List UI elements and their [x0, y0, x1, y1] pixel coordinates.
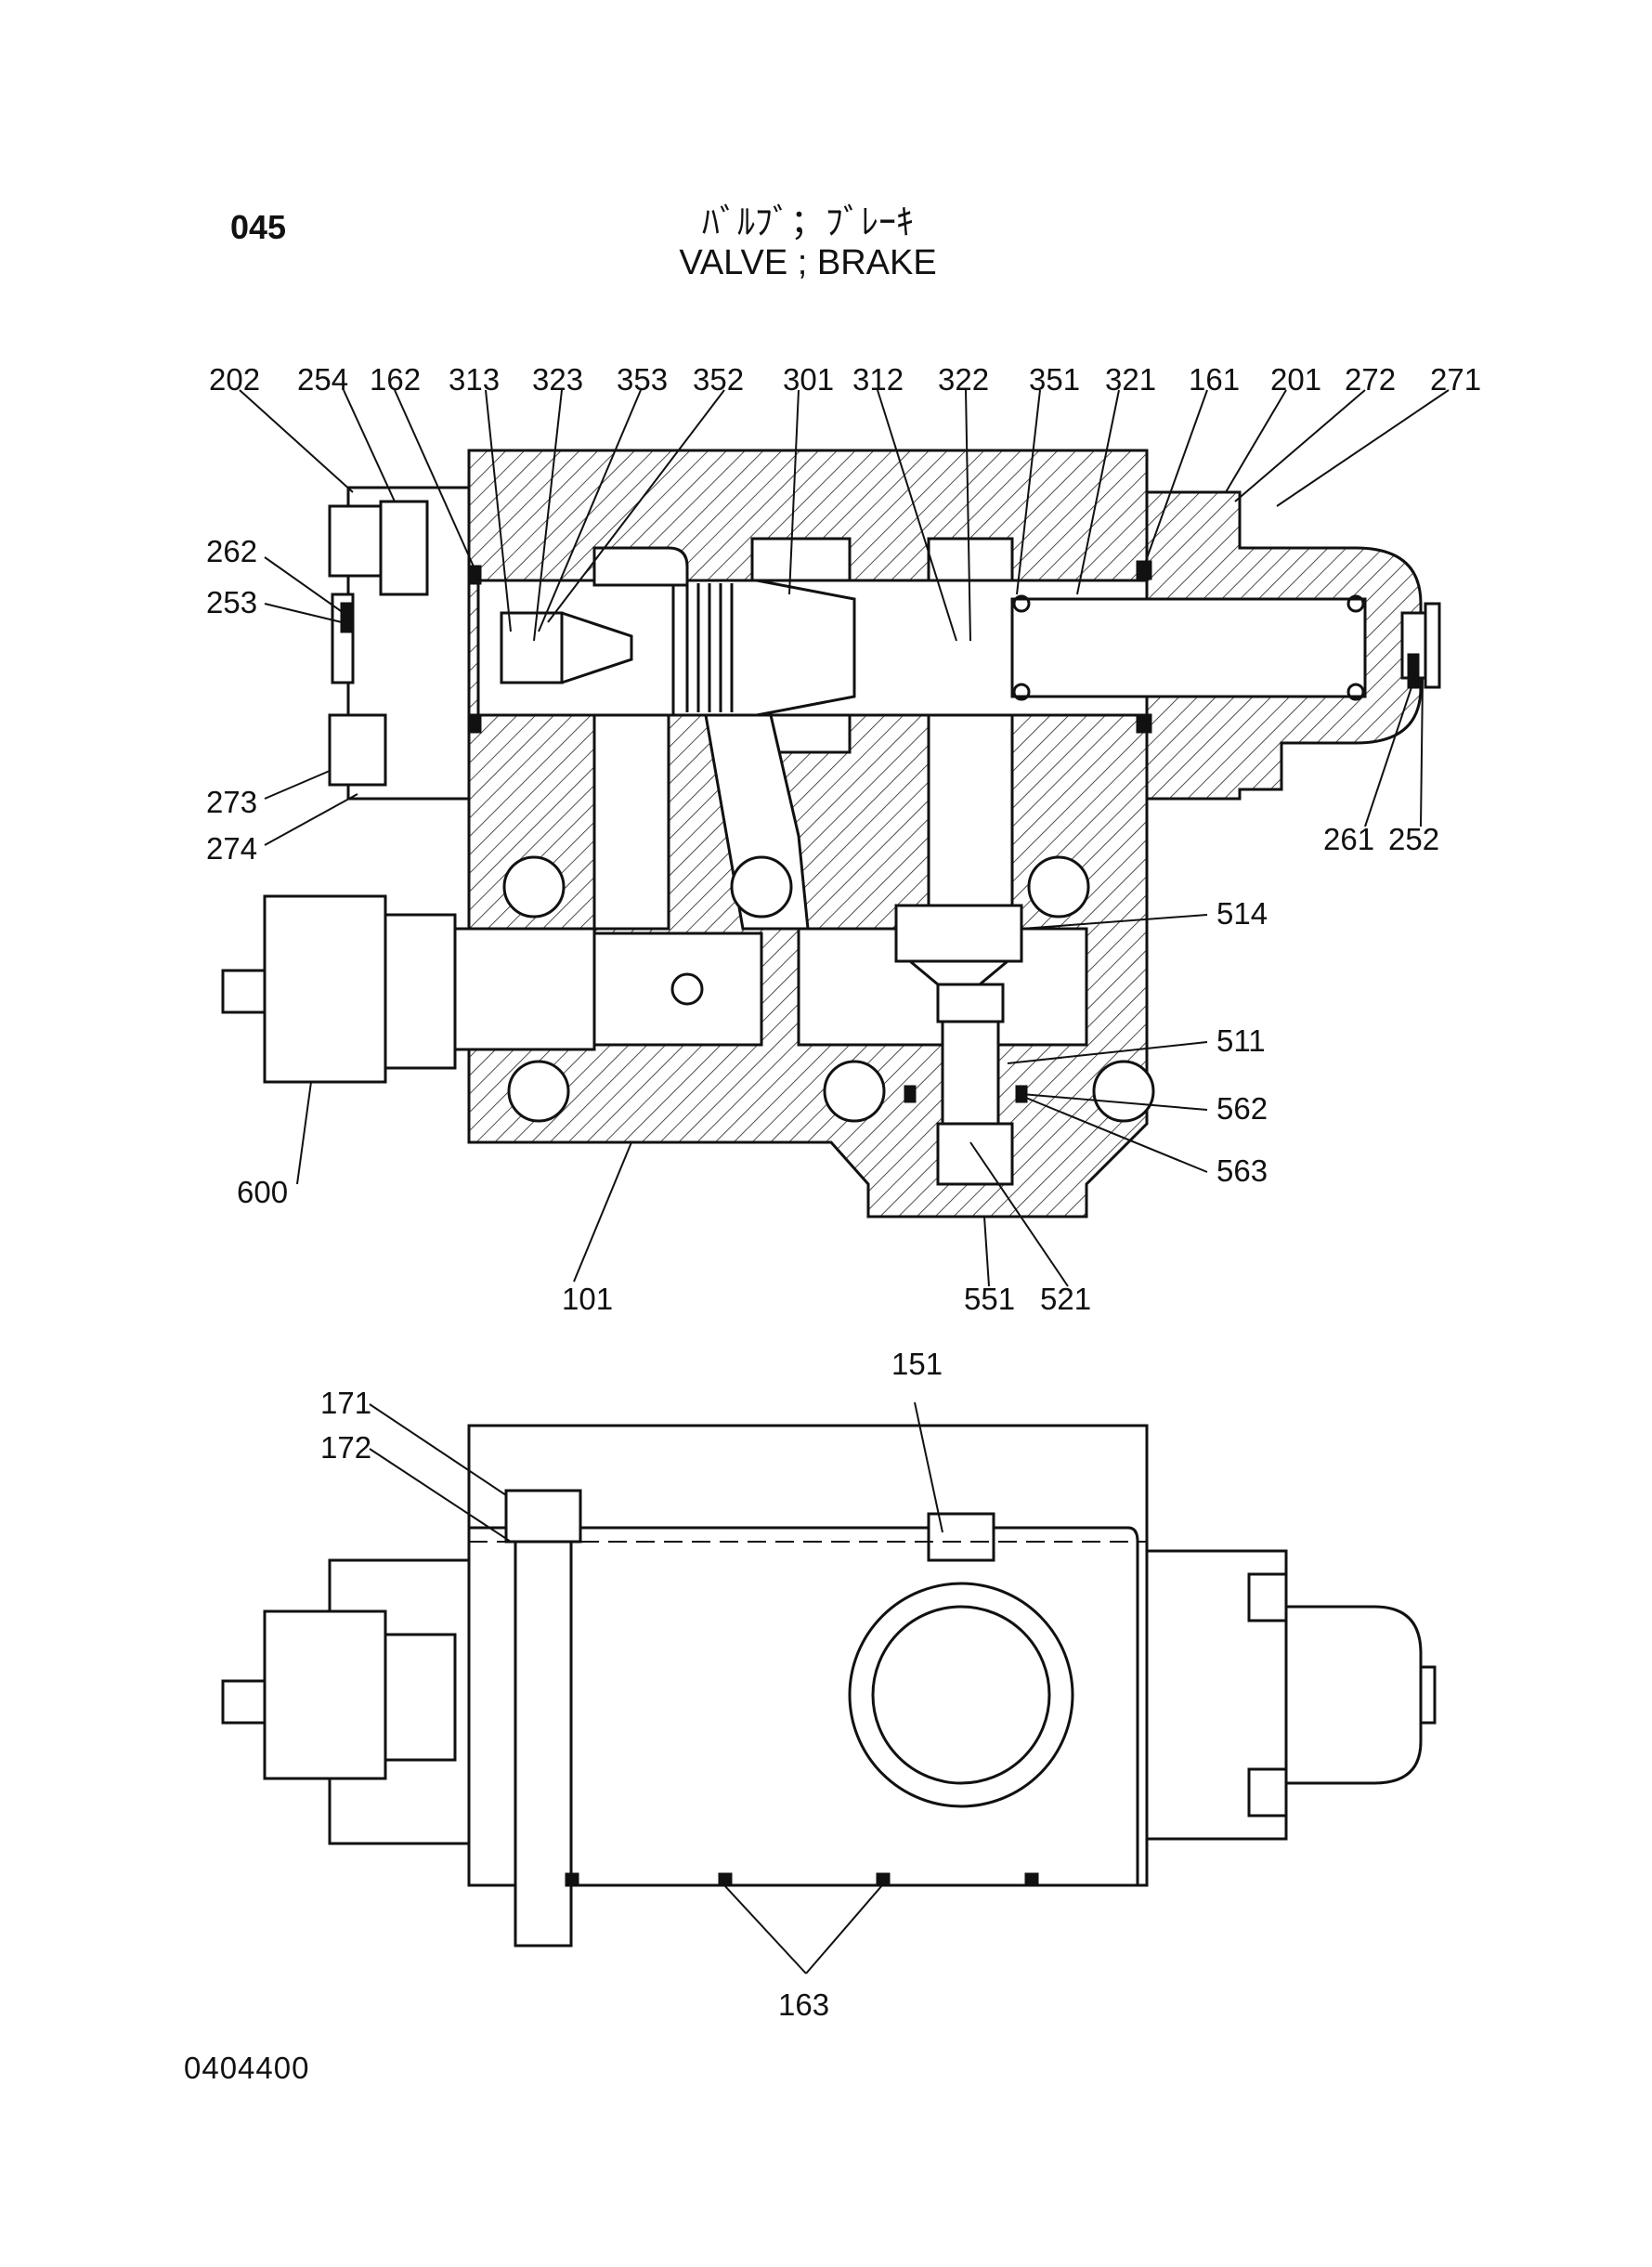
label-562: 562: [1216, 1091, 1268, 1126]
label-162: 162: [370, 362, 421, 397]
port-d: [507, 1060, 570, 1123]
label-514: 514: [1216, 896, 1268, 931]
label-171: 171: [320, 1386, 371, 1420]
label-323: 323: [532, 362, 583, 397]
label-172: 172: [320, 1430, 371, 1465]
label-313: 313: [449, 362, 500, 397]
drawing-number: 0404400: [184, 2051, 310, 2085]
label-271: 271: [1430, 362, 1481, 397]
label-511: 511: [1216, 1023, 1266, 1058]
part-labels: 202 254 162 313 323 353 352 301 312 322 …: [206, 362, 1481, 2022]
label-252: 252: [1388, 822, 1439, 856]
left-cover-bolt-top: [328, 504, 387, 578]
label-254: 254: [297, 362, 348, 397]
port-f: [1092, 1060, 1155, 1123]
label-274: 274: [206, 831, 257, 866]
label-262: 262: [206, 534, 257, 568]
label-101: 101: [562, 1282, 613, 1316]
label-161: 161: [1189, 362, 1240, 397]
spool: [671, 579, 856, 717]
left-cover-bolt-bottom: [328, 713, 387, 787]
label-521: 521: [1040, 1282, 1091, 1316]
label-301: 301: [783, 362, 834, 397]
bolt-shank: [514, 1540, 573, 1948]
label-600: 600: [237, 1175, 288, 1209]
label-353: 353: [617, 362, 668, 397]
check-valve: [894, 904, 1023, 1186]
label-201: 201: [1270, 362, 1321, 397]
page-code: 045: [230, 208, 287, 246]
section-view: [221, 449, 1441, 1218]
label-563: 563: [1216, 1153, 1268, 1188]
label-352: 352: [693, 362, 744, 397]
left-port: [379, 500, 429, 596]
label-322: 322: [938, 362, 989, 397]
port-b: [730, 855, 793, 919]
solenoid: [221, 894, 763, 1084]
title-english: VALVE ; BRAKE: [679, 243, 937, 282]
port-a: [502, 855, 566, 919]
label-253: 253: [206, 585, 257, 619]
top-view: [221, 1424, 1437, 1948]
label-321: 321: [1105, 362, 1156, 397]
label-551: 551: [964, 1282, 1015, 1316]
label-312: 312: [852, 362, 904, 397]
label-351: 351: [1029, 362, 1080, 397]
leader-lines-top: [369, 1401, 943, 1974]
passage-3: [927, 713, 1014, 917]
right-piston: [1010, 597, 1367, 698]
label-261: 261: [1323, 822, 1374, 856]
bolt-head-171: [504, 1489, 582, 1544]
port-e: [823, 1060, 886, 1123]
passage-1: [592, 713, 670, 931]
label-163: 163: [778, 1987, 829, 2022]
port-c: [1027, 855, 1090, 919]
label-272: 272: [1345, 362, 1396, 397]
left-spring: [500, 611, 564, 684]
title-japanese: ﾊﾞﾙﾌﾞ；ﾌﾞﾚｰｷ: [701, 203, 914, 242]
label-151: 151: [891, 1347, 943, 1381]
label-202: 202: [209, 362, 260, 397]
label-273: 273: [206, 785, 257, 819]
leader-lines-section: [239, 389, 1450, 1287]
